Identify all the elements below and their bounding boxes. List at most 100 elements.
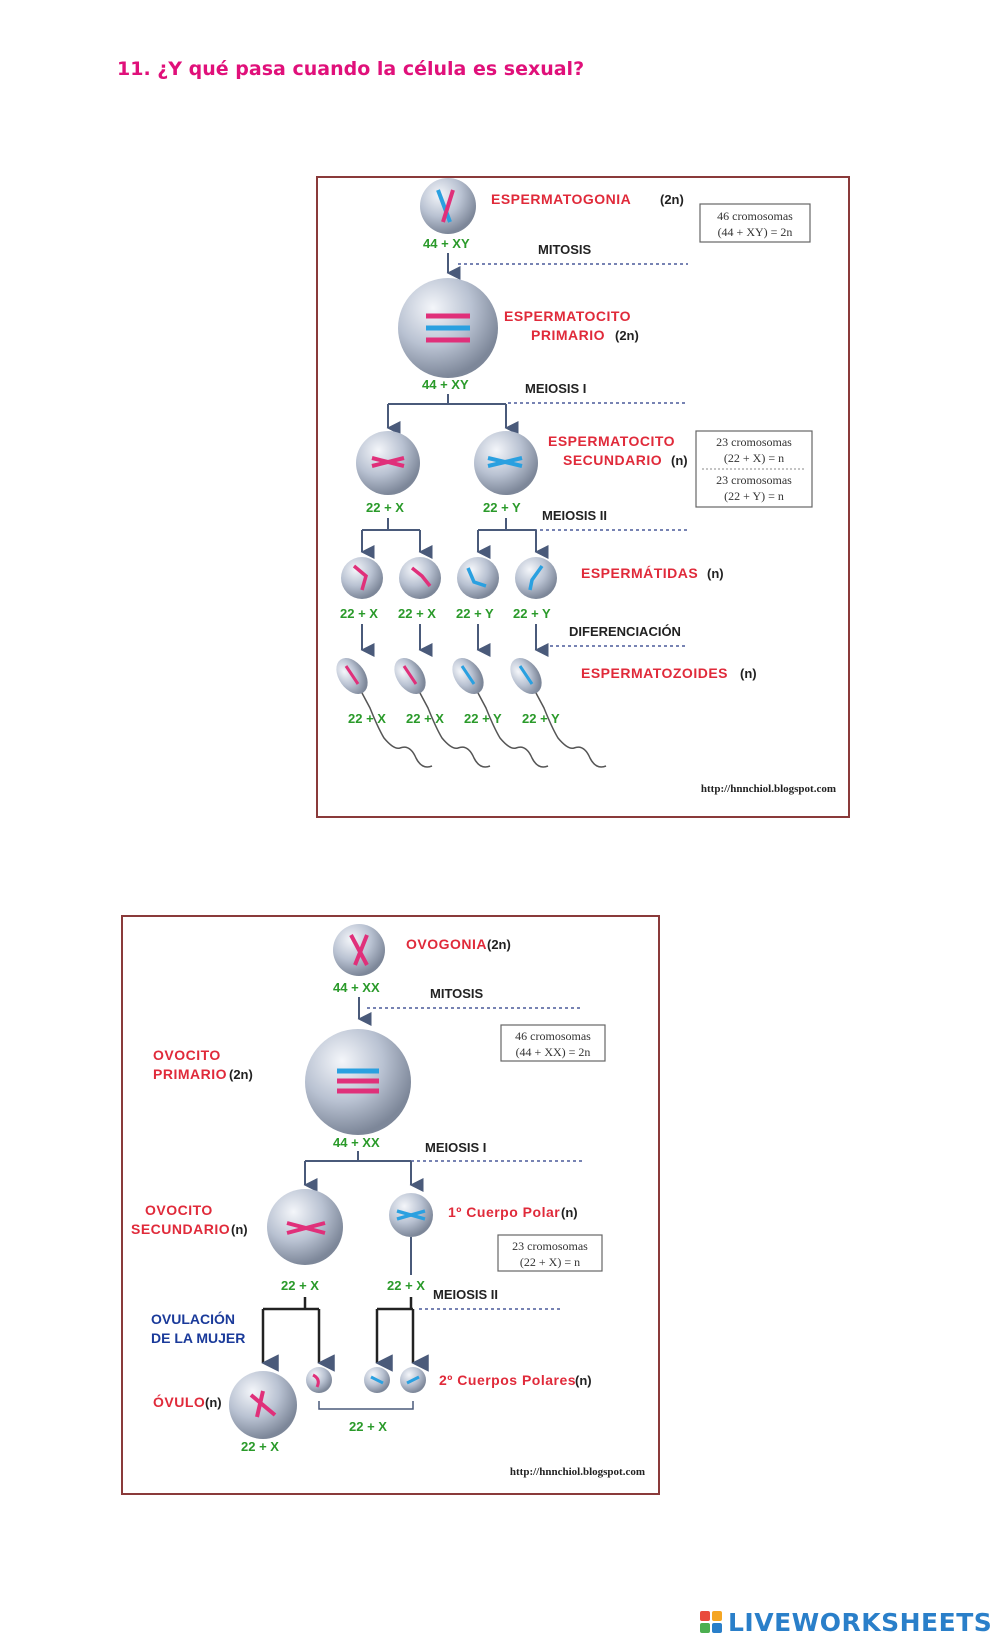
meiosis1-label: MEIOSIS I xyxy=(525,381,586,396)
box-23-chromosomes: 23 cromosomas (22 + X) = n 23 cromosomas… xyxy=(695,430,813,508)
spermatozoon xyxy=(452,657,549,768)
oogonia-ploidy: (2n) xyxy=(487,937,511,952)
second-polar-body-cell xyxy=(364,1367,390,1393)
primary-spermatocyte-ploidy: (2n) xyxy=(615,328,639,343)
box-23-chromosomes: 23 cromosomas (22 + X) = n xyxy=(497,1234,603,1272)
liveworksheets-logo-text: LIVEWORKSHEETS xyxy=(728,1607,993,1637)
spermatozoa-label: ESPERMATOZOIDES xyxy=(581,665,728,681)
spermatozoon xyxy=(394,657,491,768)
spermatid-cell xyxy=(341,557,383,599)
spermatid-cell xyxy=(457,557,499,599)
liveworksheets-logo: LIVEWORKSHEETS xyxy=(700,1607,993,1637)
svg-text:46 cromosomas: 46 cromosomas xyxy=(515,1029,591,1043)
spermatids-ploidy: (n) xyxy=(707,566,724,581)
svg-text:(22 + Y) = n: (22 + Y) = n xyxy=(724,489,784,503)
first-polar-body-cell xyxy=(389,1193,433,1237)
meiosis2-label: MEIOSIS II xyxy=(433,1287,498,1302)
mitosis-label: MITOSIS xyxy=(430,986,484,1001)
first-polar-body-label: 1º Cuerpo Polar xyxy=(448,1204,560,1220)
secondary-oocyte-label-1: OVOCITO xyxy=(145,1202,213,1218)
svg-text:23 cromosomas: 23 cromosomas xyxy=(512,1239,588,1253)
secondary-spermatocyte-label-2: SECUNDARIO xyxy=(563,452,662,468)
svg-text:(44 + XX) = 2n: (44 + XX) = 2n xyxy=(516,1045,591,1059)
spermatozoon-chrom-label: 22 + Y xyxy=(522,711,560,726)
meiosis1-branch xyxy=(386,394,519,435)
box-46-chromosomes: 46 cromosomas (44 + XX) = 2n xyxy=(500,1024,606,1062)
spermatogenesis-diagram: ESPERMATOGONIA (2n) 44 + XY MITOSIS 46 c… xyxy=(316,176,850,818)
chrom-44xx-1: 44 + XX xyxy=(333,980,380,995)
polar-bodies-bracket xyxy=(318,1401,414,1410)
meiosis2-branch xyxy=(360,518,549,559)
chrom-44xx-2: 44 + XX xyxy=(333,1135,380,1150)
primary-oocyte-ploidy: (2n) xyxy=(229,1067,253,1082)
question-title: 11. ¿Y qué pasa cuando la célula es sexu… xyxy=(117,58,585,80)
primary-oocyte-cell xyxy=(305,1029,411,1135)
chrom-22x-ovum: 22 + X xyxy=(241,1439,279,1454)
ovum-label: ÓVULO xyxy=(153,1393,205,1410)
second-polar-body-cell xyxy=(400,1367,426,1393)
ovulation-label-1: OVULACIÓN xyxy=(151,1310,235,1327)
primary-oocyte-label-2: PRIMARIO xyxy=(153,1066,227,1082)
chrom-22x-polar-bodies: 22 + X xyxy=(349,1419,387,1434)
chrom-22x-oocyte: 22 + X xyxy=(281,1278,319,1293)
spermatid-chrom-label: 22 + X xyxy=(398,606,436,621)
spermatids-label: ESPERMÁTIDAS xyxy=(581,565,698,581)
first-polar-body-ploidy: (n) xyxy=(561,1205,578,1220)
oogonia-label: OVOGONIA xyxy=(406,936,487,952)
secondary-spermatocyte-y-cell xyxy=(474,431,538,495)
second-polar-body-cell xyxy=(306,1367,332,1393)
chrom-22x-polar: 22 + X xyxy=(387,1278,425,1293)
spermatozoon xyxy=(336,657,433,768)
spermatogonia-label: ESPERMATOGONIA xyxy=(491,191,631,207)
chrom-44xy-2: 44 + XY xyxy=(422,377,469,392)
spermatozoon xyxy=(510,657,607,768)
ovum-cell xyxy=(229,1371,297,1439)
spermatid-chrom-label: 22 + Y xyxy=(456,606,494,621)
mitosis-label: MITOSIS xyxy=(538,242,592,257)
primary-spermatocyte-label-1: ESPERMATOCITO xyxy=(504,308,631,324)
liveworksheets-logo-icon xyxy=(700,1611,722,1633)
primary-spermatocyte-cell xyxy=(398,278,498,378)
second-polar-bodies-label: 2º Cuerpos Polares xyxy=(439,1372,576,1388)
svg-text:23 cromosomas: 23 cromosomas xyxy=(716,473,792,487)
box-46-chromosomes: 46 cromosomas (44 + XY) = 2n xyxy=(699,203,811,243)
oogonia-cell xyxy=(333,924,385,976)
source-url: http://hnnchiol.blogspot.com xyxy=(701,783,836,795)
secondary-spermatocyte-ploidy: (n) xyxy=(671,453,688,468)
secondary-oocyte-ploidy: (n) xyxy=(231,1222,248,1237)
spermatozoa-ploidy: (n) xyxy=(740,666,757,681)
primary-spermatocyte-label-2: PRIMARIO xyxy=(531,327,605,343)
spermatogonia-cell xyxy=(420,178,476,234)
meiosis2-label: MEIOSIS II xyxy=(542,508,607,523)
oogenesis-diagram: OVOGONIA (2n) 44 + XX MITOSIS 46 cromoso… xyxy=(121,915,660,1495)
ovum-ploidy: (n) xyxy=(205,1395,222,1410)
meiosis1-branch xyxy=(303,1151,424,1192)
secondary-oocyte-label-2: SECUNDARIO xyxy=(131,1221,230,1237)
second-polar-bodies-ploidy: (n) xyxy=(575,1373,592,1388)
chrom-44xy-1: 44 + XY xyxy=(423,236,470,251)
svg-text:(22 + X) = n: (22 + X) = n xyxy=(724,451,784,465)
svg-text:(22 + X) = n: (22 + X) = n xyxy=(520,1255,580,1269)
secondary-oocyte-cell xyxy=(267,1189,343,1265)
source-url: http://hnnchiol.blogspot.com xyxy=(510,1466,645,1478)
spermatozoon-chrom-label: 22 + Y xyxy=(464,711,502,726)
spermatozoon-chrom-label: 22 + X xyxy=(348,711,386,726)
secondary-spermatocyte-x-cell xyxy=(356,431,420,495)
secondary-spermatocyte-label-1: ESPERMATOCITO xyxy=(548,433,675,449)
svg-text:46 cromosomas: 46 cromosomas xyxy=(717,209,793,223)
spermatid-cell xyxy=(399,557,441,599)
spermatid-chrom-label: 22 + X xyxy=(340,606,378,621)
ovulation-label-2: DE LA MUJER xyxy=(151,1330,245,1346)
svg-text:23 cromosomas: 23 cromosomas xyxy=(716,435,792,449)
primary-oocyte-label-1: OVOCITO xyxy=(153,1047,221,1063)
spermatogonia-ploidy: (2n) xyxy=(660,192,684,207)
spermatozoon-chrom-label: 22 + X xyxy=(406,711,444,726)
meiosis2-branch xyxy=(261,1297,429,1372)
spermatid-cell xyxy=(515,557,557,599)
differentiation-arrows xyxy=(360,624,549,657)
differentiation-label: DIFERENCIACIÓN xyxy=(569,624,681,639)
svg-text:(44 + XY) = 2n: (44 + XY) = 2n xyxy=(718,225,793,239)
chrom-22x: 22 + X xyxy=(366,500,404,515)
meiosis1-label: MEIOSIS I xyxy=(425,1140,486,1155)
spermatid-chrom-label: 22 + Y xyxy=(513,606,551,621)
